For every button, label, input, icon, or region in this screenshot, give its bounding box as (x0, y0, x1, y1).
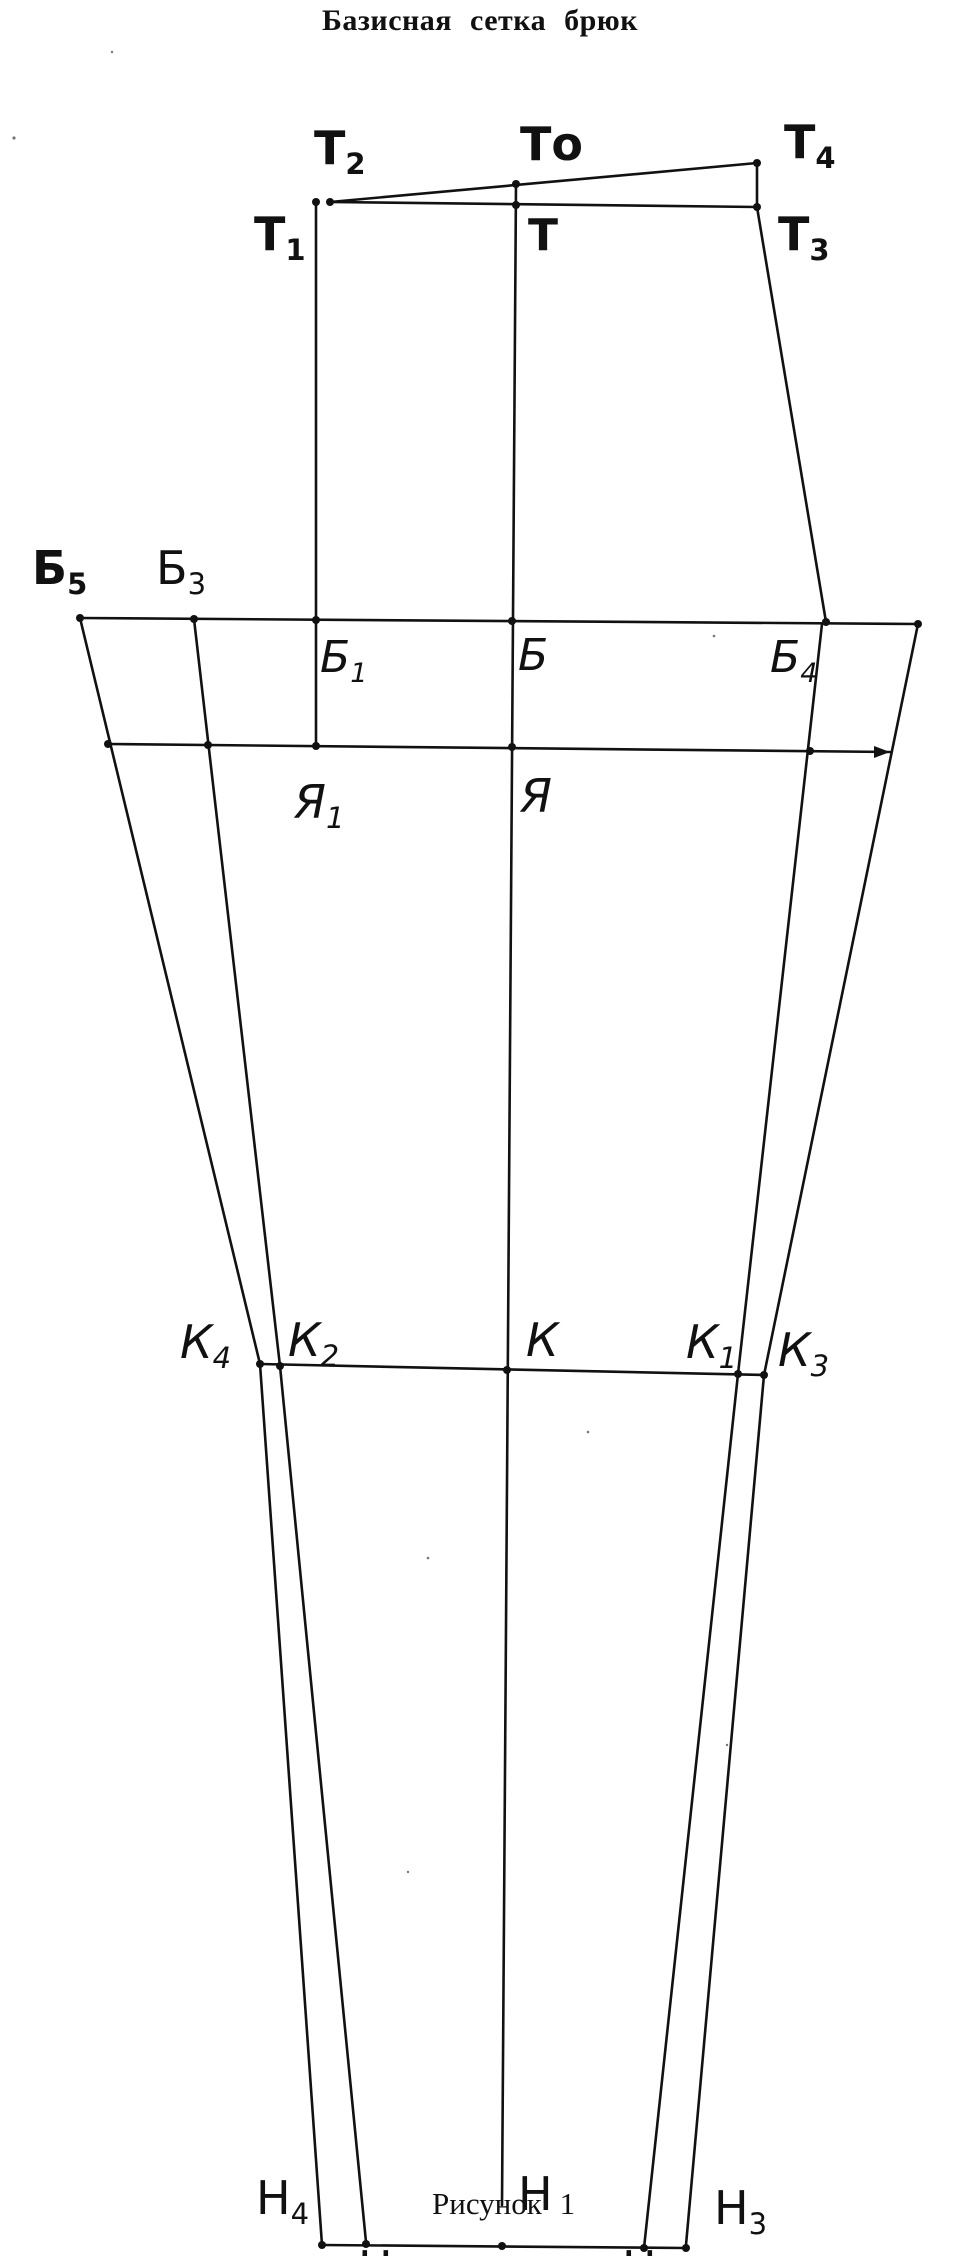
point-T (512, 201, 520, 209)
construction-points (76, 159, 922, 2252)
label-YA1: Я1 (293, 775, 344, 835)
label-B4: Б4 (770, 632, 817, 689)
label-K3: К3 (778, 1323, 829, 1383)
scan-speck (426, 1556, 430, 1560)
leg-line-K3-H3 (684, 1373, 766, 2247)
point-seat-inner (204, 741, 212, 749)
point-K4 (256, 1360, 264, 1368)
label-T3: Т3 (778, 207, 830, 267)
point-H1 (640, 2244, 648, 2252)
label-B: Б (518, 630, 548, 681)
point-seat-right (806, 747, 814, 755)
point-K (503, 1366, 511, 1374)
line-T3-B4 (755, 205, 828, 624)
leg-line-K4-H4 (258, 1362, 324, 2247)
point-T0 (512, 180, 520, 188)
point-B-right (914, 620, 922, 628)
point-H4 (318, 2241, 326, 2249)
scan-speck (406, 1870, 410, 1874)
point-B1 (312, 616, 320, 624)
center-line-T0-H (500, 182, 518, 2207)
side-line-B5-K4 (78, 616, 262, 1366)
label-H1: Н1 (622, 2241, 675, 2256)
label-B1: Б1 (320, 632, 367, 689)
line-T2-T4 (328, 161, 759, 204)
side-line-B3-K2 (192, 617, 282, 1368)
scan-speck (12, 136, 16, 140)
label-K4: К4 (180, 1315, 231, 1375)
side-line-B4-K1 (736, 622, 824, 1376)
label-YA: Я (519, 769, 552, 823)
page-title: Базисная сетка брюк (322, 4, 638, 37)
point-T1 (312, 198, 320, 206)
leg-line-K1-H1 (642, 1372, 740, 2250)
label-T: Т (528, 210, 558, 261)
scan-speck (725, 1743, 729, 1747)
point-B3 (190, 615, 198, 623)
label-T1: Т1 (254, 207, 306, 267)
label-T0: То (520, 117, 583, 171)
point-H3 (682, 2244, 690, 2252)
label-B5: Б5 (32, 541, 87, 601)
label-B3: Б3 (156, 541, 206, 601)
point-H (498, 2242, 506, 2250)
line-T1-T3 (328, 200, 759, 209)
label-T2: Т2 (314, 121, 366, 181)
point-T4 (753, 159, 761, 167)
label-H2: Н2 (358, 2241, 411, 2256)
point-labels: Т2 То Т4 Т1 Т Т3 Б5 Б3 Б1 Б Б4 Я1 Я К4 К… (32, 115, 836, 2256)
scan-speck (110, 50, 114, 54)
point-YA1 (312, 742, 320, 750)
scan-speck (586, 1430, 590, 1434)
seat-line-YA (106, 742, 892, 754)
figure-caption: Рисунок 1 (432, 2186, 576, 2221)
point-T2 (326, 198, 334, 206)
point-YA (508, 743, 516, 751)
label-K1: К1 (686, 1315, 737, 1375)
knee-line-K4-K3 (258, 1362, 766, 1377)
arrow-head (874, 746, 890, 758)
point-K2 (276, 1362, 284, 1370)
label-K: К (526, 1313, 561, 1367)
hip-line-B5-B (78, 616, 920, 626)
label-T4: Т4 (784, 115, 836, 175)
label-H: Н (518, 2167, 553, 2221)
point-seat-left (104, 740, 112, 748)
point-K1 (734, 1370, 742, 1378)
label-K2: К2 (288, 1313, 339, 1373)
side-line-B-K3 (762, 622, 920, 1377)
point-H2 (362, 2240, 370, 2248)
label-H4: Н4 (256, 2171, 309, 2231)
leg-line-K2-H2 (278, 1364, 368, 2244)
point-B4 (822, 618, 830, 626)
point-K3 (760, 1371, 768, 1379)
label-H3: Н3 (714, 2181, 767, 2241)
point-T3 (753, 203, 761, 211)
point-B5 (76, 614, 84, 622)
scan-speck (712, 634, 716, 638)
point-B (508, 617, 516, 625)
